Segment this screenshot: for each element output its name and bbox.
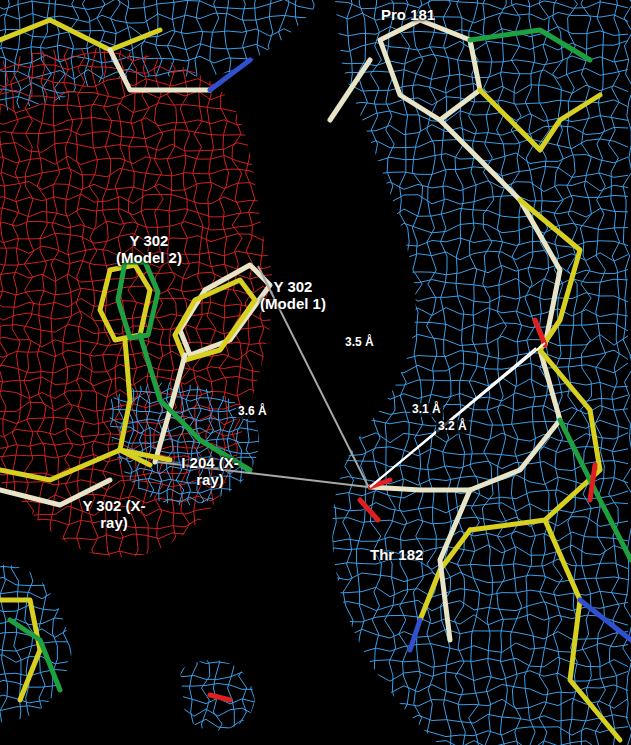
density-mesh bbox=[165, 636, 256, 741]
density-mesh bbox=[0, 551, 73, 728]
residue-label: I 204 (X-ray) bbox=[172, 454, 248, 489]
distance-label: 3.1 Å bbox=[410, 403, 443, 417]
residue-label: Y 302 (Model 1) bbox=[252, 278, 334, 313]
residue-label: Y 302 (X-ray) bbox=[76, 497, 152, 532]
density-mesh bbox=[0, 0, 331, 122]
distance-label: 3.5 Å bbox=[343, 336, 376, 350]
residue-label: Y 302 (Model 2) bbox=[108, 232, 190, 267]
residue-label: Pro 181 bbox=[381, 6, 435, 23]
distance-label: 3.2 Å bbox=[436, 420, 469, 434]
residue-label: Thr 182 bbox=[370, 546, 423, 563]
distance-label: 3.6 Å bbox=[236, 405, 269, 419]
density-mesh bbox=[0, 25, 293, 581]
density-mesh bbox=[315, 0, 631, 745]
